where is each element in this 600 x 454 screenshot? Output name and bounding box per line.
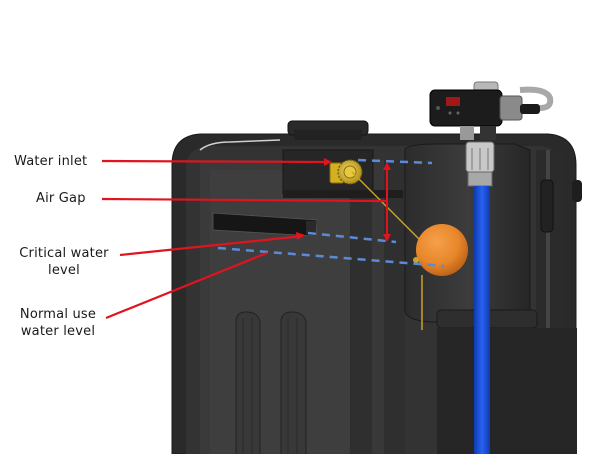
pump-controller bbox=[429, 81, 554, 140]
leader-normal-level bbox=[105, 251, 268, 320]
critical-level-dash bbox=[307, 231, 397, 244]
label-critical-water-level: Critical water level bbox=[14, 245, 114, 279]
inlet-level-dash bbox=[357, 158, 433, 165]
outlet-pipe bbox=[465, 141, 495, 454]
leader-lines bbox=[101, 159, 388, 320]
tank-ribs bbox=[235, 311, 307, 454]
label-air-gap: Air Gap bbox=[36, 190, 96, 207]
pump-housing bbox=[404, 143, 577, 454]
label-air-gap-text: Air Gap bbox=[36, 191, 86, 206]
fill-cap bbox=[287, 120, 369, 140]
label-water-inlet: Water inlet bbox=[14, 153, 104, 170]
overflow-slot bbox=[212, 212, 318, 237]
label-normal-water-level: Normal use water level bbox=[12, 306, 104, 340]
label-normal-line2: water level bbox=[20, 324, 96, 339]
label-critical-line1: Critical water bbox=[19, 246, 109, 261]
leader-critical-level bbox=[119, 234, 304, 257]
water-level-lines bbox=[217, 158, 445, 268]
inlet-float-valve bbox=[329, 159, 363, 185]
label-normal-line1: Normal use bbox=[19, 307, 97, 322]
leader-water-inlet bbox=[101, 159, 331, 164]
inlet-arrowhead bbox=[324, 158, 332, 166]
label-critical-line2: level bbox=[48, 263, 80, 278]
air-gap-arrow bbox=[383, 162, 391, 242]
float-ball bbox=[413, 224, 468, 276]
leader-air-gap bbox=[101, 197, 388, 203]
label-water-inlet-text: Water inlet bbox=[14, 154, 88, 169]
normal-level-dash bbox=[217, 246, 445, 268]
critical-arrowhead bbox=[296, 232, 305, 240]
